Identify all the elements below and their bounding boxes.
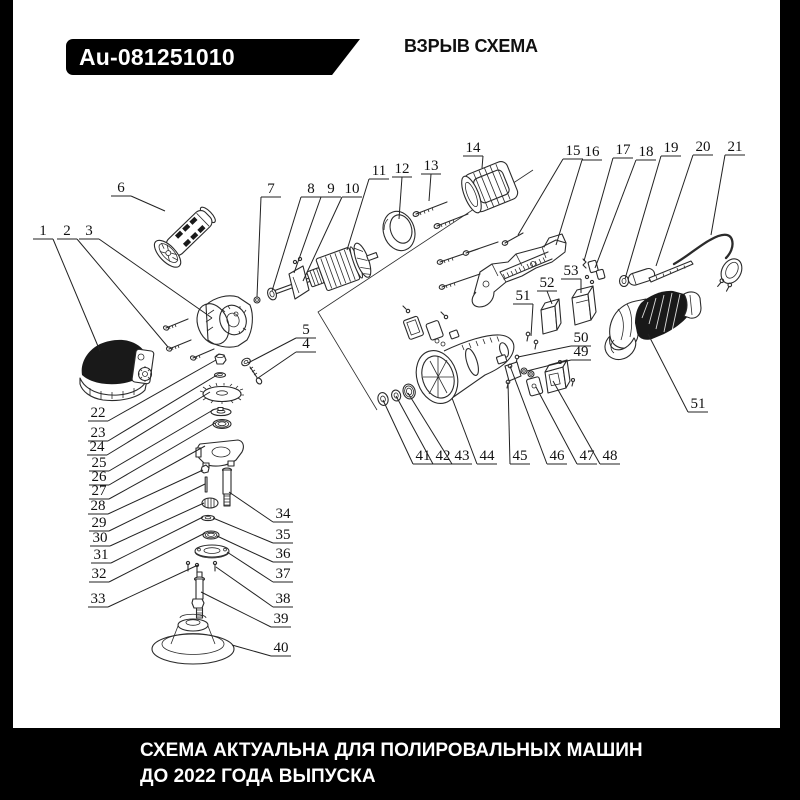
part-label-52: 52	[540, 275, 555, 291]
part-stator-drawing	[461, 161, 519, 214]
part-label-39: 39	[274, 611, 289, 627]
part-label-9: 9	[327, 181, 335, 197]
part-label-7: 7	[267, 181, 275, 197]
part-rear-handle-drawing	[604, 290, 702, 361]
part-label-22: 22	[91, 405, 106, 421]
part-cord-guard-drawing	[648, 260, 694, 283]
part-label-45: 45	[513, 448, 528, 464]
part-power-cord-drawing	[672, 233, 743, 292]
part-label-26: 26	[92, 469, 108, 485]
part-label-44: 44	[480, 448, 496, 464]
part-label-53: 53	[564, 263, 579, 279]
part-label-5: 5	[302, 322, 310, 338]
part-label-27: 27	[92, 483, 108, 499]
part-gear-case-drawing	[196, 295, 253, 348]
part-label-13: 13	[424, 158, 439, 174]
part-label-10: 10	[345, 181, 360, 197]
part-backing-pad-drawing	[151, 613, 235, 665]
part-label-38: 38	[276, 591, 291, 607]
part-label-40: 40	[274, 640, 289, 656]
part-label-17: 17	[616, 142, 632, 158]
part-label-33: 33	[91, 591, 106, 607]
part-label-19: 19	[664, 140, 679, 156]
part-motor-housing-drawing	[377, 334, 515, 406]
part-spindle-bolt-drawing	[191, 571, 206, 619]
part-label-51: 51	[691, 396, 706, 412]
part-label-31: 31	[94, 547, 109, 563]
part-long-screws-drawing	[412, 201, 469, 229]
part-side-handle-drawing	[153, 206, 216, 268]
part-case-screws-drawing	[162, 318, 215, 361]
part-label-42: 42	[436, 448, 451, 464]
footer-note-bar: СХЕМА АКТУАЛЬНА ДЛЯ ПОЛИРОВАЛЬНЫХ МАШИН …	[0, 728, 800, 800]
part-bearing-cover-ring-drawing	[382, 210, 416, 252]
footer-note-line2: ДО 2022 ГОДА ВЫПУСКА	[140, 766, 376, 787]
part-capacitor-drawing	[618, 267, 656, 288]
detail-wedge-lines	[317, 169, 534, 411]
part-label-11: 11	[372, 163, 386, 179]
part-brush-holders-drawing	[582, 258, 606, 285]
left-border-strip	[0, 0, 13, 800]
part-label-18: 18	[639, 144, 654, 160]
part-label-34: 34	[276, 506, 292, 522]
part-label-1: 1	[39, 223, 47, 239]
part-label-28: 28	[91, 498, 106, 514]
part-label-32: 32	[92, 566, 107, 582]
part-label-20: 20	[696, 139, 711, 155]
model-code-text: Au-081251010	[79, 44, 235, 70]
part-label-15: 15	[566, 143, 581, 159]
part-spindle-chain-drawing	[151, 353, 244, 665]
part-label-24: 24	[90, 439, 106, 455]
exploded-view-diagram: 1234567891011121314151617181920212223242…	[33, 139, 745, 665]
part-label-46: 46	[550, 448, 566, 464]
part-armature-drawing	[253, 242, 379, 304]
part-label-6: 6	[117, 180, 125, 196]
part-label-37: 37	[276, 566, 292, 582]
part-screw-washer-drawing	[241, 357, 263, 385]
page-title: ВЗРЫВ СХЕМА	[404, 36, 538, 56]
part-label-12: 12	[395, 161, 410, 177]
part-label-8: 8	[307, 181, 315, 197]
part-head-cover-drawing	[79, 339, 155, 402]
part-label-51: 51	[516, 288, 531, 304]
part-label-4: 4	[302, 336, 310, 352]
part-label-25: 25	[92, 455, 107, 471]
part-label-21: 21	[728, 139, 743, 155]
part-field-case-drawing	[436, 232, 567, 308]
part-label-14: 14	[466, 140, 482, 156]
part-label-49: 49	[574, 344, 589, 360]
part-flange-screws-drawing	[185, 560, 218, 574]
model-code-badge: Au-081251010	[66, 39, 360, 75]
part-label-16: 16	[585, 144, 601, 160]
part-field-case-screws-drawing	[436, 232, 524, 290]
footer-note-line1: СХЕМА АКТУАЛЬНА ДЛЯ ПОЛИРОВАЛЬНЫХ МАШИН	[140, 740, 643, 761]
part-label-35: 35	[276, 527, 291, 543]
part-label-3: 3	[85, 223, 93, 239]
part-label-29: 29	[92, 515, 107, 531]
part-label-36: 36	[276, 546, 292, 562]
part-label-48: 48	[603, 448, 618, 464]
part-label-43: 43	[455, 448, 470, 464]
right-border-strip	[780, 0, 800, 800]
part-terminal-plates-drawing	[402, 305, 513, 389]
part-switch-drawing	[540, 285, 597, 335]
part-label-30: 30	[93, 530, 108, 546]
part-label-23: 23	[91, 425, 106, 441]
part-label-47: 47	[580, 448, 596, 464]
part-terminal-block-drawing	[526, 359, 576, 397]
part-label-2: 2	[63, 223, 71, 239]
part-label-50: 50	[574, 330, 589, 346]
